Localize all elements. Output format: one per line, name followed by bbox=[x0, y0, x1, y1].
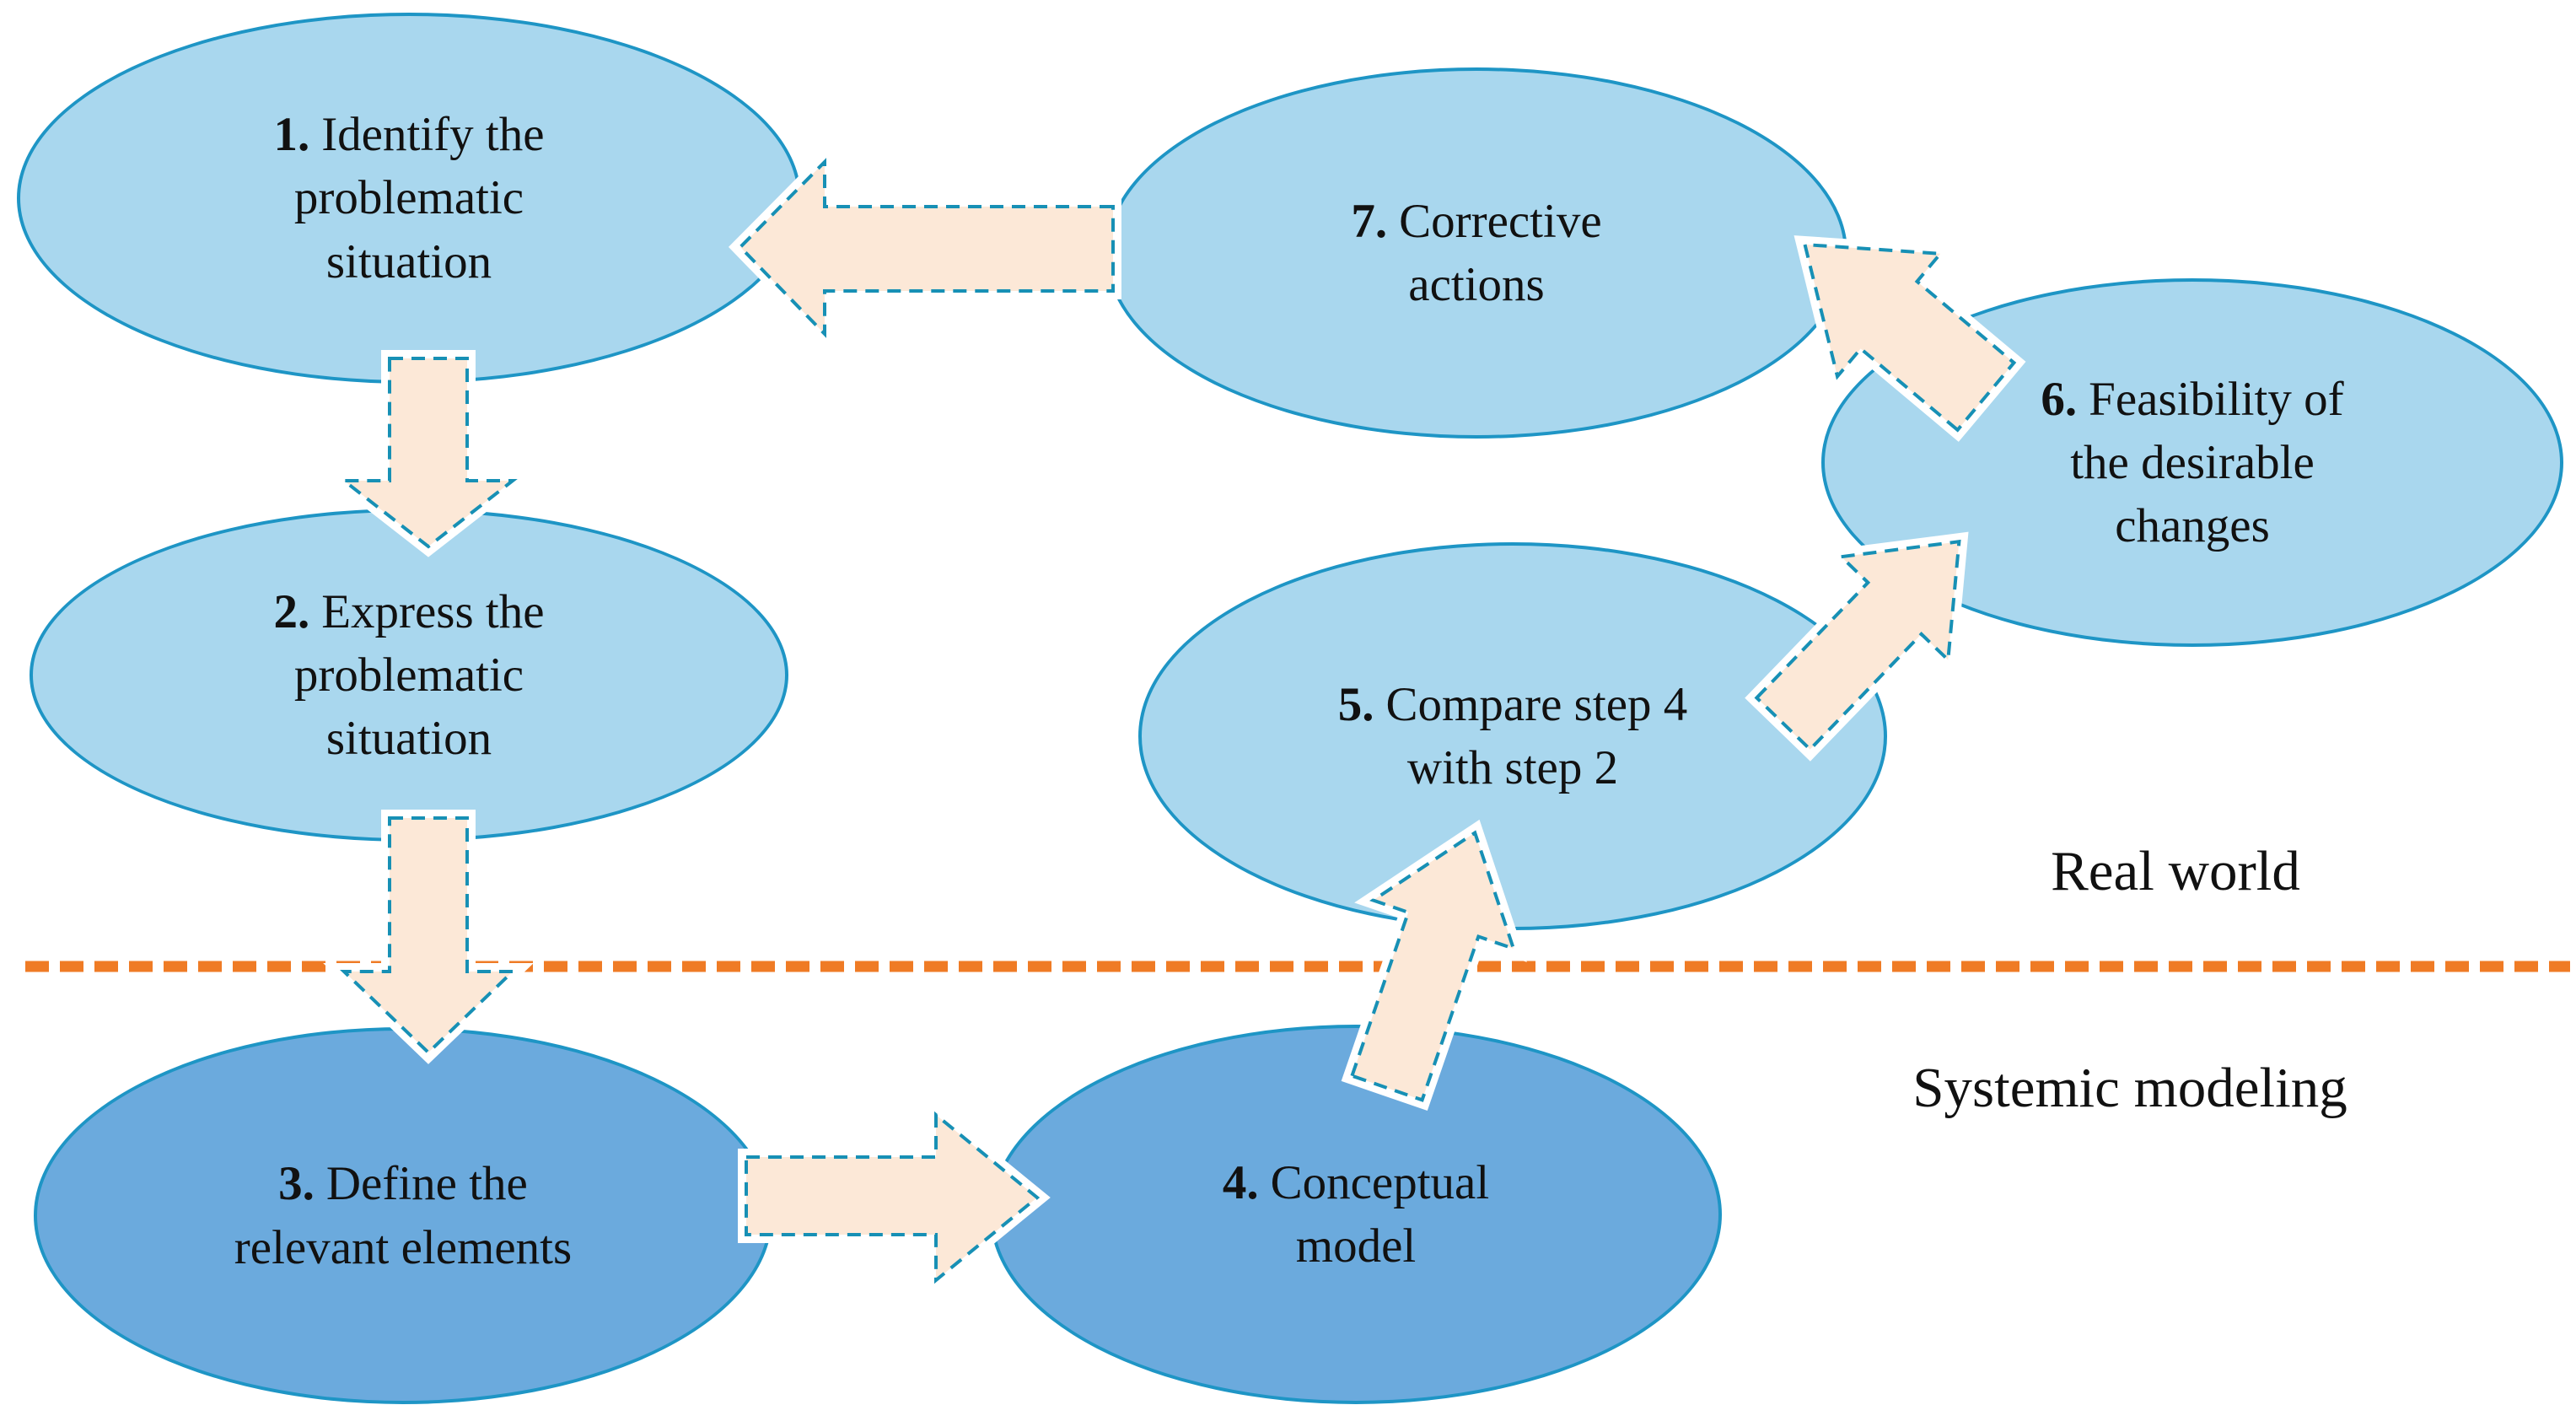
arrow-2-to-3 bbox=[323, 810, 534, 1064]
node-step-5: 5.Compare step 4 with step 2 bbox=[1138, 542, 1887, 930]
node-step-6: 6.Feasibility of the desirable changes bbox=[1821, 278, 2563, 647]
systemic-modeling-label: Systemic modeling bbox=[1912, 1057, 2347, 1119]
node-step-1: 1.Identify the problematic situation bbox=[17, 13, 801, 384]
real-world-label: Real world bbox=[2051, 840, 2300, 902]
arrow-2-to-3-halo bbox=[323, 810, 534, 1064]
node-step-7: 7.Corrective actions bbox=[1105, 67, 1847, 439]
arrow-2-to-3-shape bbox=[340, 816, 517, 1055]
node-step-6-label: 6.Feasibility of the desirable changes bbox=[2041, 372, 2344, 553]
node-step-3-label: 3.Define the relevant elements bbox=[234, 1157, 573, 1274]
node-step-7-label: 7.Corrective actions bbox=[1351, 194, 1602, 311]
node-step-4-label: 4.Conceptual model bbox=[1222, 1155, 1490, 1273]
node-step-4: 4.Conceptual model bbox=[990, 1025, 1722, 1404]
node-step-3: 3.Define the relevant elements bbox=[34, 1027, 772, 1404]
node-step-5-label: 5.Compare step 4 with step 2 bbox=[1337, 677, 1688, 794]
node-step-2-label: 2.Express the problematic situation bbox=[273, 584, 545, 766]
node-step-1-label: 1.Identify the problematic situation bbox=[273, 108, 545, 288]
node-step-2: 2.Express the problematic situation bbox=[30, 509, 788, 842]
